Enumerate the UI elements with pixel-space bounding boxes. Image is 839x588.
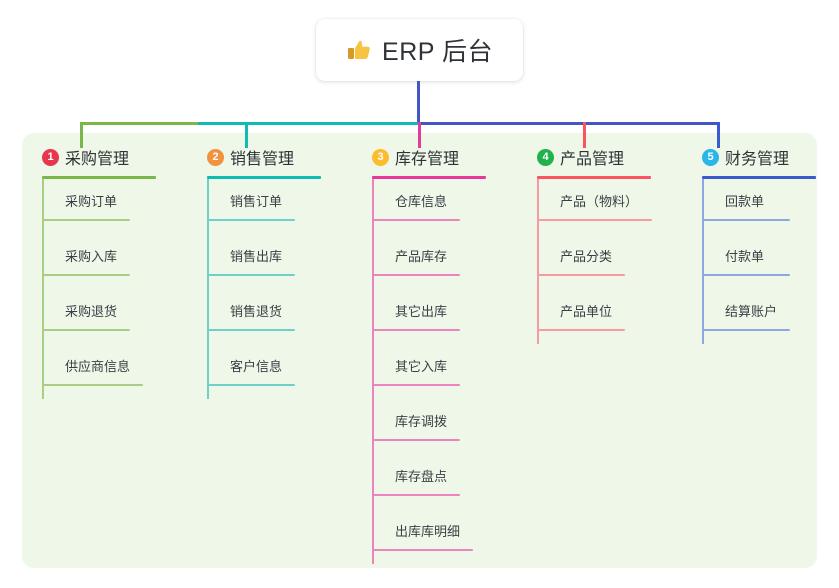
list-item-label: 其它出库	[395, 304, 448, 319]
list-item-label: 采购退货	[65, 304, 118, 319]
branch-badge-1: 1	[42, 148, 59, 166]
branch-header-4[interactable]: 4 产品管理	[527, 145, 624, 169]
branch-rule-5	[702, 176, 816, 179]
list-item-label: 采购入库	[65, 249, 118, 264]
list-item-rule	[372, 439, 460, 441]
connector-drop-2	[245, 122, 248, 148]
branch-badge-4: 4	[537, 148, 554, 166]
branch-badge-2: 2	[207, 148, 224, 166]
list-item-label: 销售出库	[230, 249, 283, 264]
list-item-label: 仓库信息	[395, 194, 448, 209]
connector-drop-3	[418, 122, 421, 148]
list-item-label: 付款单	[725, 249, 765, 264]
branch-title-4: 产品管理	[560, 151, 625, 168]
list-item-rule	[537, 219, 652, 221]
branch-column-5: 5 财务管理 回款单 付款单 结算账户	[692, 145, 816, 344]
branch-rule-3	[372, 176, 486, 179]
branch-column-4: 4 产品管理 产品（物料） 产品分类 产品单位	[527, 145, 652, 344]
list-item-label: 产品分类	[560, 249, 613, 264]
connector-bus-teal	[198, 122, 420, 125]
list-item-label: 供应商信息	[65, 359, 131, 374]
list-item-label: 结算账户	[725, 304, 778, 319]
list-item-rule	[42, 219, 130, 221]
branch-rule-1	[42, 176, 156, 179]
list-item-label: 库存调拨	[395, 414, 448, 429]
list-item-label: 出库库明细	[395, 524, 461, 539]
branch-title-3: 库存管理	[395, 151, 460, 168]
connector-bus-green	[80, 122, 200, 125]
branch-rule-4	[537, 176, 651, 179]
branch-stem-1	[42, 179, 44, 399]
list-item-rule	[372, 384, 460, 386]
branch-stem-3	[372, 179, 374, 564]
list-item-rule	[702, 219, 790, 221]
list-item-label: 产品库存	[395, 249, 448, 264]
list-item-rule	[537, 274, 625, 276]
root-title: ERP 后台	[382, 38, 493, 66]
list-item-label: 销售退货	[230, 304, 283, 319]
branch-header-5[interactable]: 5 财务管理	[692, 145, 789, 169]
list-item-rule	[702, 274, 790, 276]
thumbs-up-icon	[346, 37, 372, 63]
list-item-label: 产品单位	[560, 304, 613, 319]
connector-bus-blue	[418, 122, 720, 125]
connector-drop-1	[80, 122, 83, 148]
list-item-rule	[207, 329, 295, 331]
branch-stem-4	[537, 179, 539, 344]
branch-stem-5	[702, 179, 704, 344]
list-item-rule	[207, 219, 295, 221]
root-node[interactable]: ERP 后台	[316, 19, 523, 81]
branch-badge-5: 5	[702, 148, 719, 166]
list-item-rule	[42, 384, 143, 386]
list-item-label: 产品（物料）	[560, 194, 639, 209]
branch-title-1: 采购管理	[65, 151, 130, 168]
list-item-label: 客户信息	[230, 359, 283, 374]
list-item-rule	[702, 329, 790, 331]
branch-header-3[interactable]: 3 库存管理	[362, 145, 459, 169]
list-item-label: 销售订单	[230, 194, 283, 209]
branch-rule-2	[207, 176, 321, 179]
list-item-rule	[372, 549, 473, 551]
list-item-label: 回款单	[725, 194, 765, 209]
branch-title-2: 销售管理	[230, 151, 295, 168]
branch-header-1[interactable]: 1 采购管理	[32, 145, 129, 169]
connector-drop-5	[717, 122, 720, 148]
list-item-label: 其它入库	[395, 359, 448, 374]
branch-title-5: 财务管理	[725, 151, 790, 168]
list-item-rule	[537, 329, 625, 331]
list-item-rule	[372, 329, 460, 331]
list-item-label: 采购订单	[65, 194, 118, 209]
branch-column-2: 2 销售管理 销售订单 销售出库 销售退货 客户信息	[197, 145, 321, 399]
list-item-label: 库存盘点	[395, 469, 448, 484]
list-item-rule	[42, 274, 130, 276]
branch-header-2[interactable]: 2 销售管理	[197, 145, 294, 169]
connector-trunk	[417, 81, 420, 125]
branch-badge-3: 3	[372, 148, 389, 166]
list-item-rule	[207, 384, 295, 386]
list-item-rule	[207, 274, 295, 276]
list-item-rule	[372, 219, 460, 221]
branch-column-3: 3 库存管理 仓库信息 产品库存 其它出库 其它入库 库存调拨	[362, 145, 486, 564]
list-item-rule	[372, 494, 460, 496]
branch-stem-2	[207, 179, 209, 399]
list-item-rule	[42, 329, 130, 331]
branch-column-1: 1 采购管理 采购订单 采购入库 采购退货 供应商信息	[32, 145, 156, 399]
list-item-rule	[372, 274, 460, 276]
connector-drop-4	[583, 122, 586, 148]
